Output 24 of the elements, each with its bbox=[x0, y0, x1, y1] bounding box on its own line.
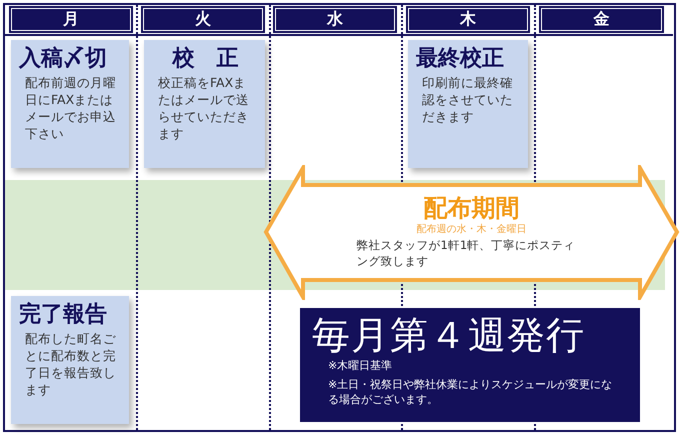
day-header: 火 bbox=[141, 6, 265, 33]
step-title: 入稿〆切 bbox=[19, 45, 107, 73]
period-title: 配布期間 bbox=[424, 193, 520, 223]
day-header: 木 bbox=[406, 6, 530, 33]
day-header: 月 bbox=[9, 6, 133, 33]
period-description: 弊社スタッフが1軒1軒、丁寧にポスティング致します bbox=[356, 237, 576, 269]
step-title: 校 正 bbox=[172, 45, 238, 73]
step-card bbox=[11, 40, 129, 168]
issue-panel bbox=[300, 308, 640, 422]
step-description: 校正稿をFAXまたはメールで送らせていただきます bbox=[158, 74, 250, 142]
step-title: 最終校正 bbox=[416, 45, 504, 73]
step-description: 印刷前に最終確認をさせていただきます bbox=[422, 74, 514, 125]
step-description: 配布前週の月曜日にFAXまたはメールでお申込下さい bbox=[25, 74, 117, 142]
day-header: 金 bbox=[539, 6, 664, 33]
issue-note: ※木曜日基準 bbox=[328, 358, 394, 373]
period-subtitle: 配布週の水・木・金曜日 bbox=[416, 223, 526, 237]
step-card bbox=[144, 40, 265, 168]
step-card bbox=[408, 40, 528, 168]
day-header: 水 bbox=[273, 6, 397, 33]
step-card bbox=[11, 296, 129, 424]
step-title: 完了報告 bbox=[19, 301, 107, 329]
issue-note: ※土日・祝祭日や弊社休業によりスケジュールが変更になる場合がございます。 bbox=[328, 377, 614, 407]
step-description: 配布した町名ごとに配布数と完了日を報告致します bbox=[25, 330, 117, 398]
issue-title: 毎月第４週発行 bbox=[312, 312, 586, 358]
